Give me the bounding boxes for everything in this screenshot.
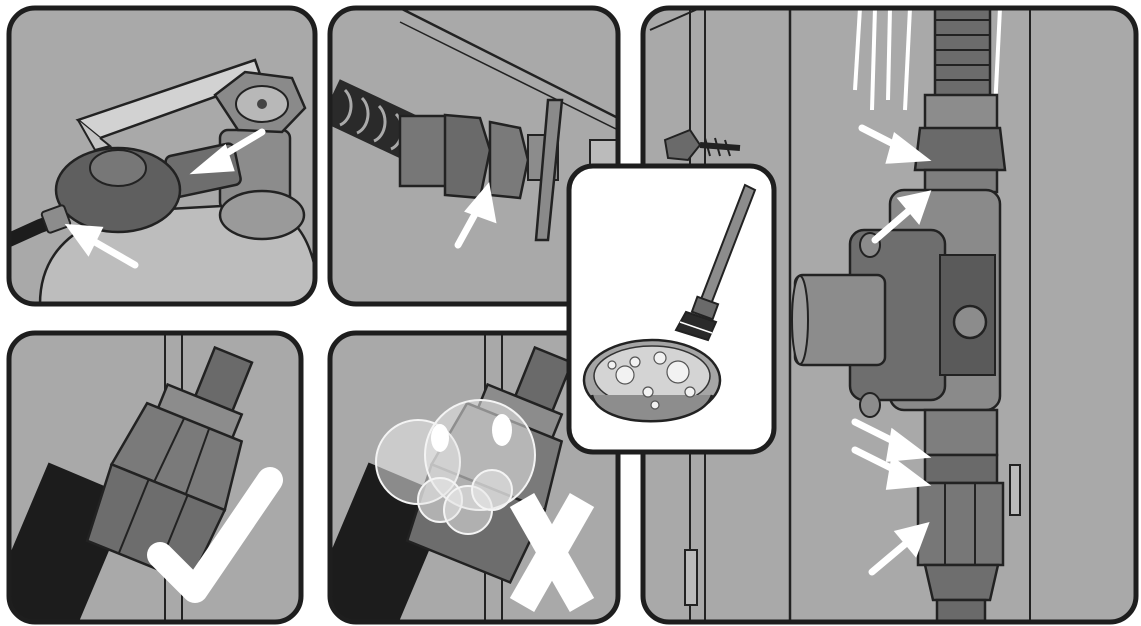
inset-soap-solution [569,166,774,452]
panel-tank-regulator [9,8,320,304]
bowl-icon [584,340,720,421]
panel-no-leak [9,328,301,622]
